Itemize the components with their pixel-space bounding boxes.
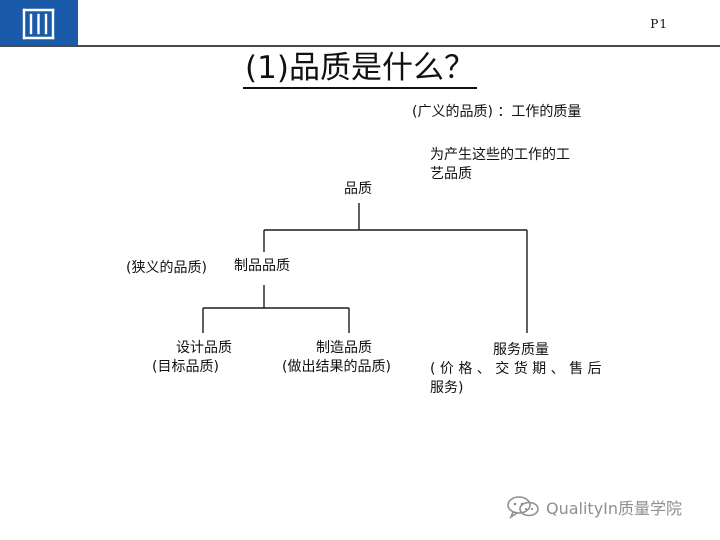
node-manufacturing-quality: 制造品质 (316, 340, 372, 356)
node-product-quality: 制品品质 (234, 258, 290, 274)
logo (0, 0, 78, 46)
logo-mark-icon (22, 8, 55, 40)
page-number: P1 (650, 17, 668, 31)
wechat-icon (506, 495, 540, 519)
node-design-quality: 设计品质 (176, 340, 232, 356)
narrow-quality-label: (狭义的品质) (126, 260, 207, 276)
broad-quality-desc-line1: 为产生这些的工作的工 (430, 147, 570, 163)
watermark-text: QualityIn质量学院 (546, 499, 683, 518)
watermark: QualityIn质量学院 (506, 493, 682, 521)
broad-quality-heading: (广义的品质) ：工作的质量 (412, 104, 582, 120)
manufacturing-quality-note: (做出结果的品质) (282, 359, 391, 375)
node-quality-root: 品质 (344, 181, 372, 197)
slide-title-text: (1)品质是什么？ (243, 49, 477, 89)
node-service-quality: 服务质量 (493, 342, 549, 358)
header-divider (0, 45, 720, 47)
design-quality-note: (目标品质) (152, 359, 219, 375)
slide-title: (1)品质是什么？ (0, 49, 720, 89)
service-quality-note-line1: ( 价 格 、 交 货 期 、 售 后 (430, 361, 602, 377)
broad-quality-desc-line2: 艺品质 (430, 166, 472, 182)
service-quality-note-line2: 服务) (430, 380, 464, 396)
